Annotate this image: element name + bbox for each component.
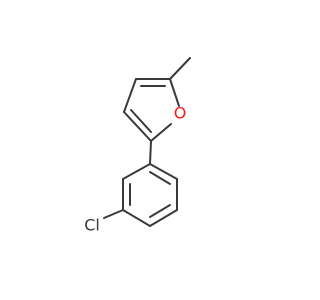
oxygen-label: O [174,104,187,123]
chlorine-label: Cl [84,216,100,235]
furan-bond-c3-c2 [123,111,152,142]
benzene-bond-bottom-right [149,209,178,227]
molecule-diagram: O Cl [84,57,191,235]
benzene-bond-bottom-left [122,209,151,227]
furan-bond-c4-c3 [123,78,137,113]
benzene-double-bond-top-right-inner [149,171,171,185]
chloro-bond [103,209,124,219]
methyl-bond [169,57,191,80]
furan-bond-c2-o [150,123,172,142]
benzene-bond-top-right [149,163,178,180]
benzene-bond-top-left [122,163,151,180]
aryl-link-bond [149,140,152,165]
benzene-double-bond-bottom-right-inner [149,204,171,218]
molecule-canvas: O Cl [84,57,191,235]
furan-bond-o-c5 [169,78,180,107]
furan-double-bond-c3-c2-inner [130,109,152,133]
